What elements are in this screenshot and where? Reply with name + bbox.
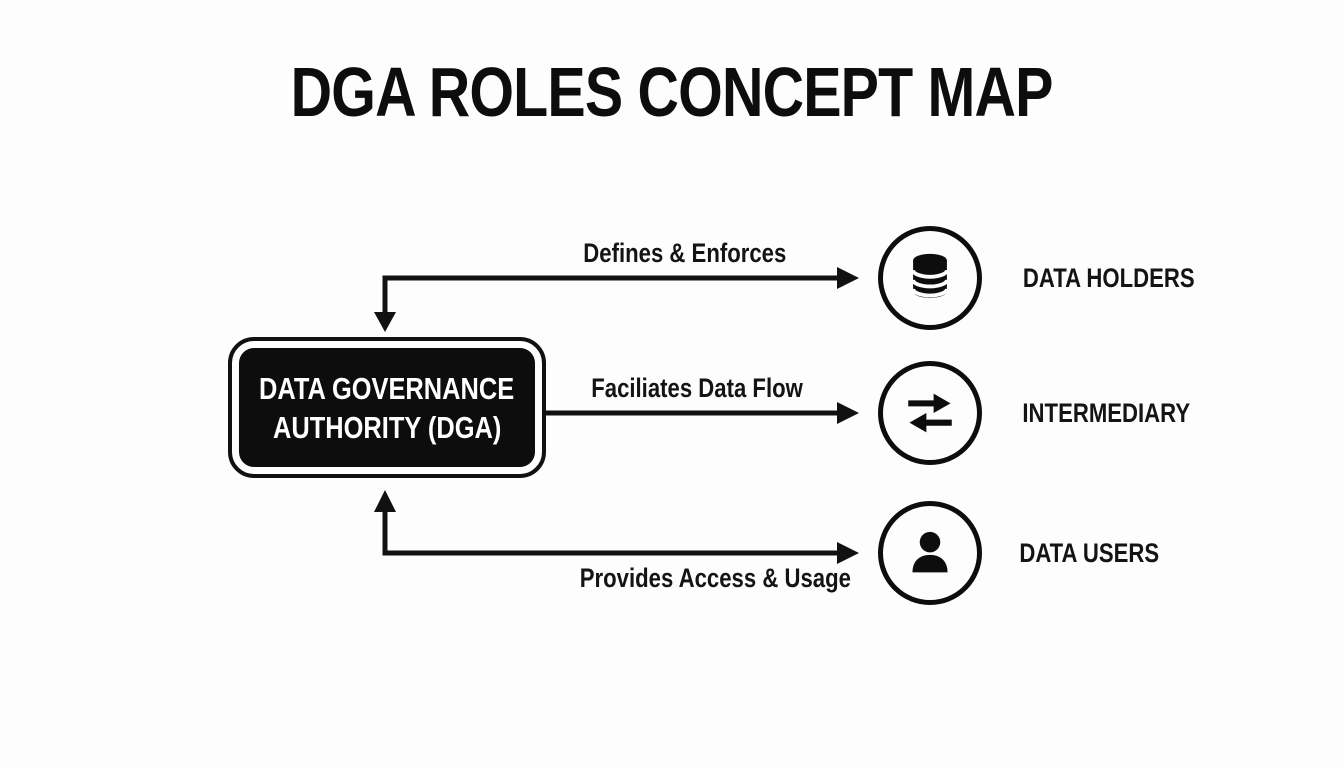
dga-node-inner: DATA GOVERNANCE AUTHORITY (DGA)	[239, 348, 535, 467]
data-holders-circle	[878, 226, 982, 330]
edge-label-provides-access-usage: Provides Access & Usage	[500, 563, 930, 594]
dga-node-label-line1: DATA GOVERNANCE	[259, 370, 515, 406]
intermediary-circle	[878, 361, 982, 465]
transfer-arrows-icon	[908, 393, 952, 433]
edge-label-defines-enforces: Defines & Enforces	[480, 238, 890, 269]
edge-label-defines-enforces-text: Defines & Enforces	[583, 238, 787, 268]
person-icon	[912, 531, 948, 573]
page-title: DGA ROLES CONCEPT MAP	[291, 53, 1054, 131]
edge-label-facilitates-data-flow: Faciliates Data Flow	[550, 373, 845, 404]
dga-node-label-line2: AUTHORITY (DGA)	[272, 409, 502, 445]
entity-intermediary: INTERMEDIARY	[878, 361, 1298, 465]
dga-node: DATA GOVERNANCE AUTHORITY (DGA)	[228, 337, 546, 478]
edge-label-facilitates-data-flow-text: Faciliates Data Flow	[591, 373, 804, 403]
data-users-circle	[878, 501, 982, 605]
entity-data-holders: DATA HOLDERS	[878, 226, 1298, 330]
entity-data-users: DATA USERS	[878, 501, 1298, 605]
data-users-label: DATA USERS	[1019, 537, 1160, 568]
page-title-wrap: DGA ROLES CONCEPT MAP	[0, 52, 1344, 132]
intermediary-label: INTERMEDIARY	[1022, 397, 1191, 428]
edge-label-provides-access-usage-text: Provides Access & Usage	[579, 563, 851, 593]
data-holders-label: DATA HOLDERS	[1022, 262, 1195, 293]
database-icon	[911, 253, 949, 298]
